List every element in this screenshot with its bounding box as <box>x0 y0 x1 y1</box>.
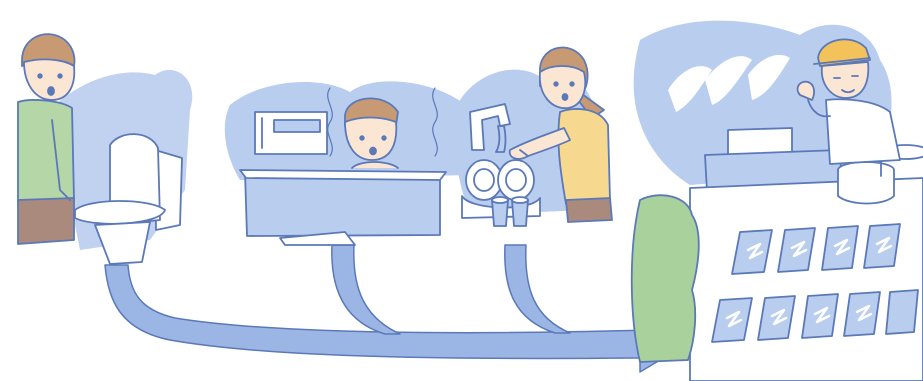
boy-at-toilet <box>18 34 75 244</box>
wastewater-flow <box>105 245 690 372</box>
woman-shirt <box>558 109 610 204</box>
bath-control-panel <box>255 112 327 154</box>
bathtub-icon <box>240 170 446 245</box>
flow-branch-kitchen <box>505 245 570 333</box>
bathtub-body <box>245 172 440 236</box>
woman-pants <box>566 198 612 222</box>
plant-building-wall <box>690 178 923 381</box>
toilet-base <box>95 222 150 264</box>
bathtub-rim <box>240 170 446 180</box>
boy-shirt <box>18 100 74 204</box>
boy-pants <box>18 198 74 244</box>
flow-branch-bath <box>332 245 400 334</box>
flow-arrow-main <box>105 265 690 372</box>
hedge <box>632 195 699 362</box>
water-treatment-plant-icon <box>690 128 923 381</box>
